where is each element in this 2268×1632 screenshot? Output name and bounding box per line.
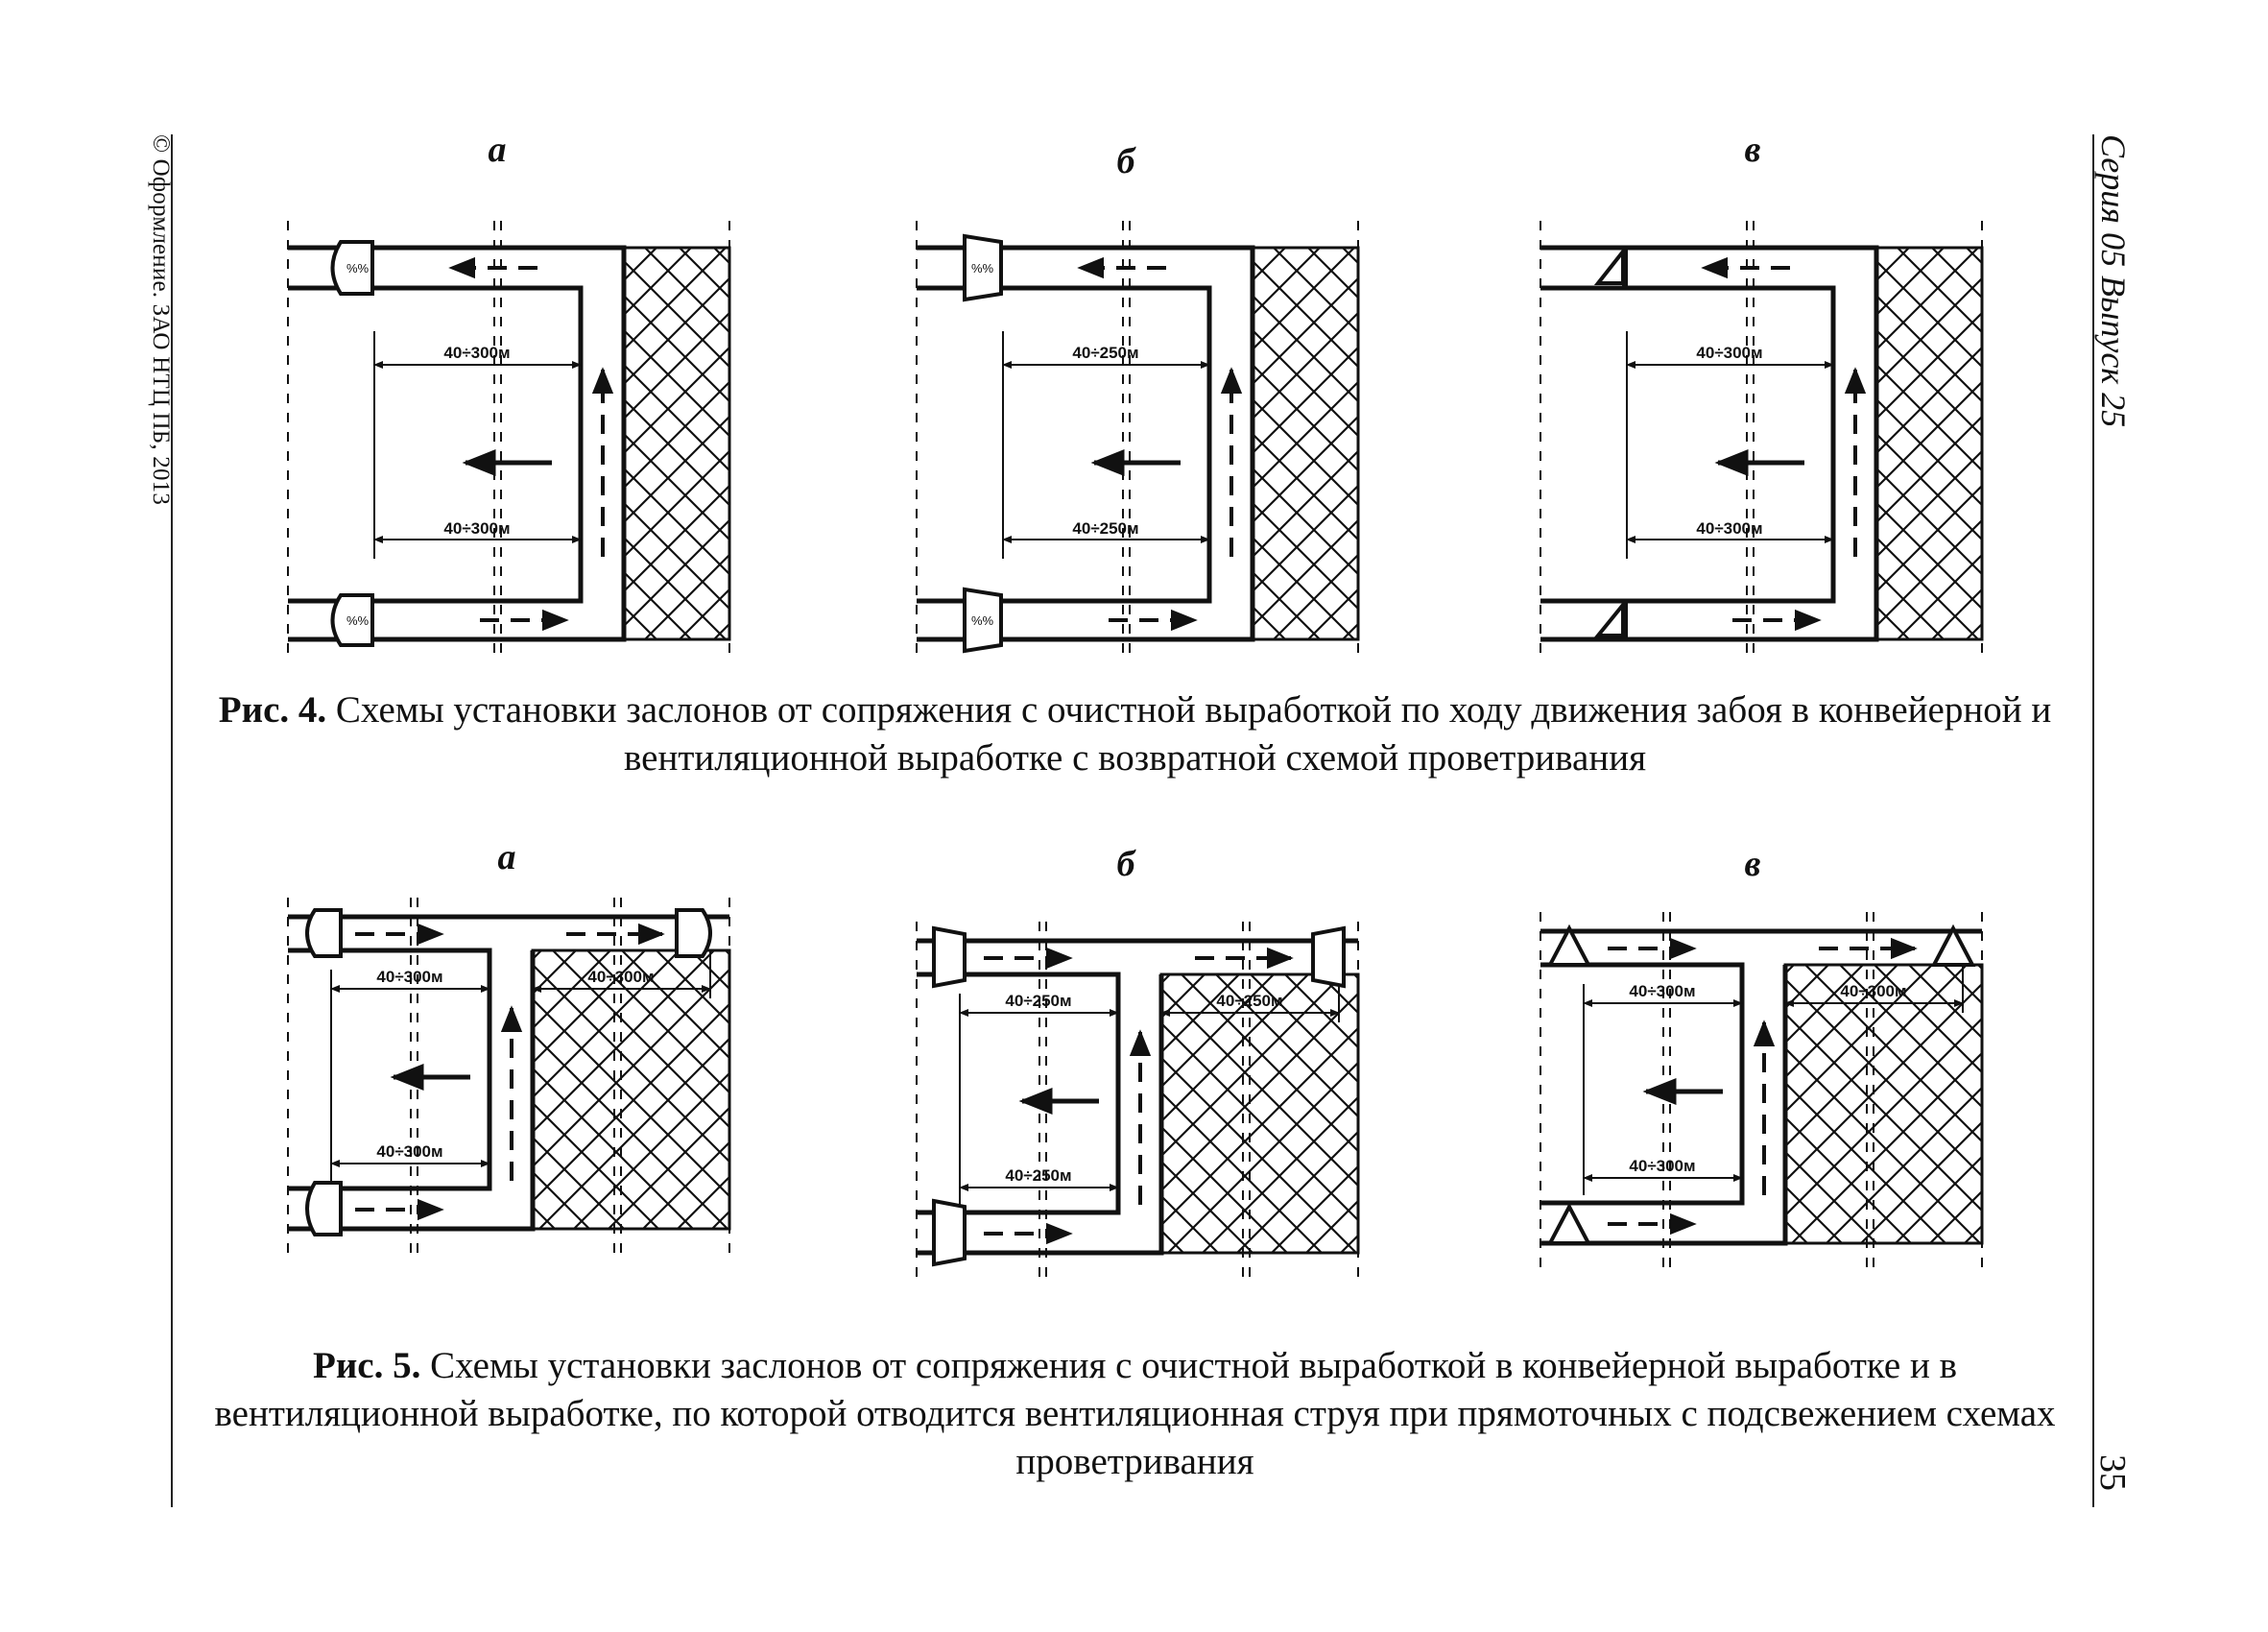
fig4a-barrier-bottom: %% [330,593,374,647]
fig4-letter-a: а [489,130,507,170]
fig5a-barrier-top-right [675,908,712,958]
fig5b-barrier-top-right [1311,925,1346,989]
fig4b-dim-bottom: 40÷250м [1072,519,1138,538]
left-margin-rule [171,134,173,1507]
fig4-letter-v: в [1745,130,1761,170]
fig5-panel-b [917,922,1358,1282]
fig5v-dim-top-left: 40÷300м [1629,982,1695,1000]
fig5a-dim-top-left: 40÷300м [376,968,442,986]
fig4b-barrier-bottom: %% [963,587,1003,654]
fig5b-dim-bottom: 40÷250м [1005,1166,1071,1185]
svg-text:%%: %% [971,261,994,276]
fig4v-barrier-bottom [1593,599,1628,639]
fig4-panel-v [1540,221,1982,653]
fig5b-dim-top-left: 40÷250м [1005,992,1071,1010]
fig4a-dim-bottom: 40÷300м [443,519,510,538]
svg-text:%%: %% [346,613,370,628]
fig4-panel-a: %% %% [288,221,729,653]
fig5-letter-v: в [1745,844,1761,884]
svg-text:%%: %% [346,261,370,276]
figure4-caption-prefix: Рис. 4. [218,689,327,731]
fig4b-barrier-top: %% [963,233,1003,302]
fig5a-barrier-bottom [305,1181,343,1236]
figure5-caption-prefix: Рис. 5. [313,1345,421,1386]
fig5-panel-v [1540,912,1982,1272]
fig4v-dim-top: 40÷300м [1696,344,1762,362]
figure5-caption-text: Схемы установки заслонов от сопряжения с… [214,1345,2056,1482]
fig5v-barrier-top-left [1546,924,1592,967]
fig5a-dim-bottom: 40÷300м [376,1142,442,1161]
svg-text:%%: %% [971,613,994,628]
fig5-letter-b: б [1117,844,1137,884]
fig5v-barrier-bottom [1546,1202,1592,1245]
fig4b-dim-top: 40÷250м [1072,344,1138,362]
fig5b-dim-top-right: 40÷250м [1216,992,1282,1010]
figure4-caption: Рис. 4. Схемы установки заслонов от сопр… [182,686,2088,782]
fig4-panel-b: %% %% [917,221,1358,653]
fig5b-barrier-top-left [932,925,967,989]
fig5b-barrier-bottom [932,1198,967,1267]
fig4-letter-b: б [1117,141,1137,181]
fig4v-barrier-top [1593,246,1628,288]
fig5v-dim-bottom: 40÷300м [1629,1157,1695,1175]
fig5a-dim-top-right: 40÷300м [587,968,654,986]
fig5v-barrier-top-right [1930,924,1976,967]
fig5v-dim-top-right: 40÷300м [1840,982,1906,1000]
fig5-letter-a: а [498,837,516,877]
right-margin-rule [2092,134,2094,1507]
fig5-panel-a [288,898,729,1258]
figure5-caption: Рис. 5. Схемы установки заслонов от сопр… [182,1342,2088,1486]
figure4-caption-text: Схемы установки заслонов от сопряжения с… [326,689,2052,779]
fig4a-dim-top: 40÷300м [443,344,510,362]
fig4v-dim-bottom: 40÷300м [1696,519,1762,538]
fig4a-barrier-top: %% [330,240,374,296]
fig5a-barrier-top-left [305,908,343,958]
